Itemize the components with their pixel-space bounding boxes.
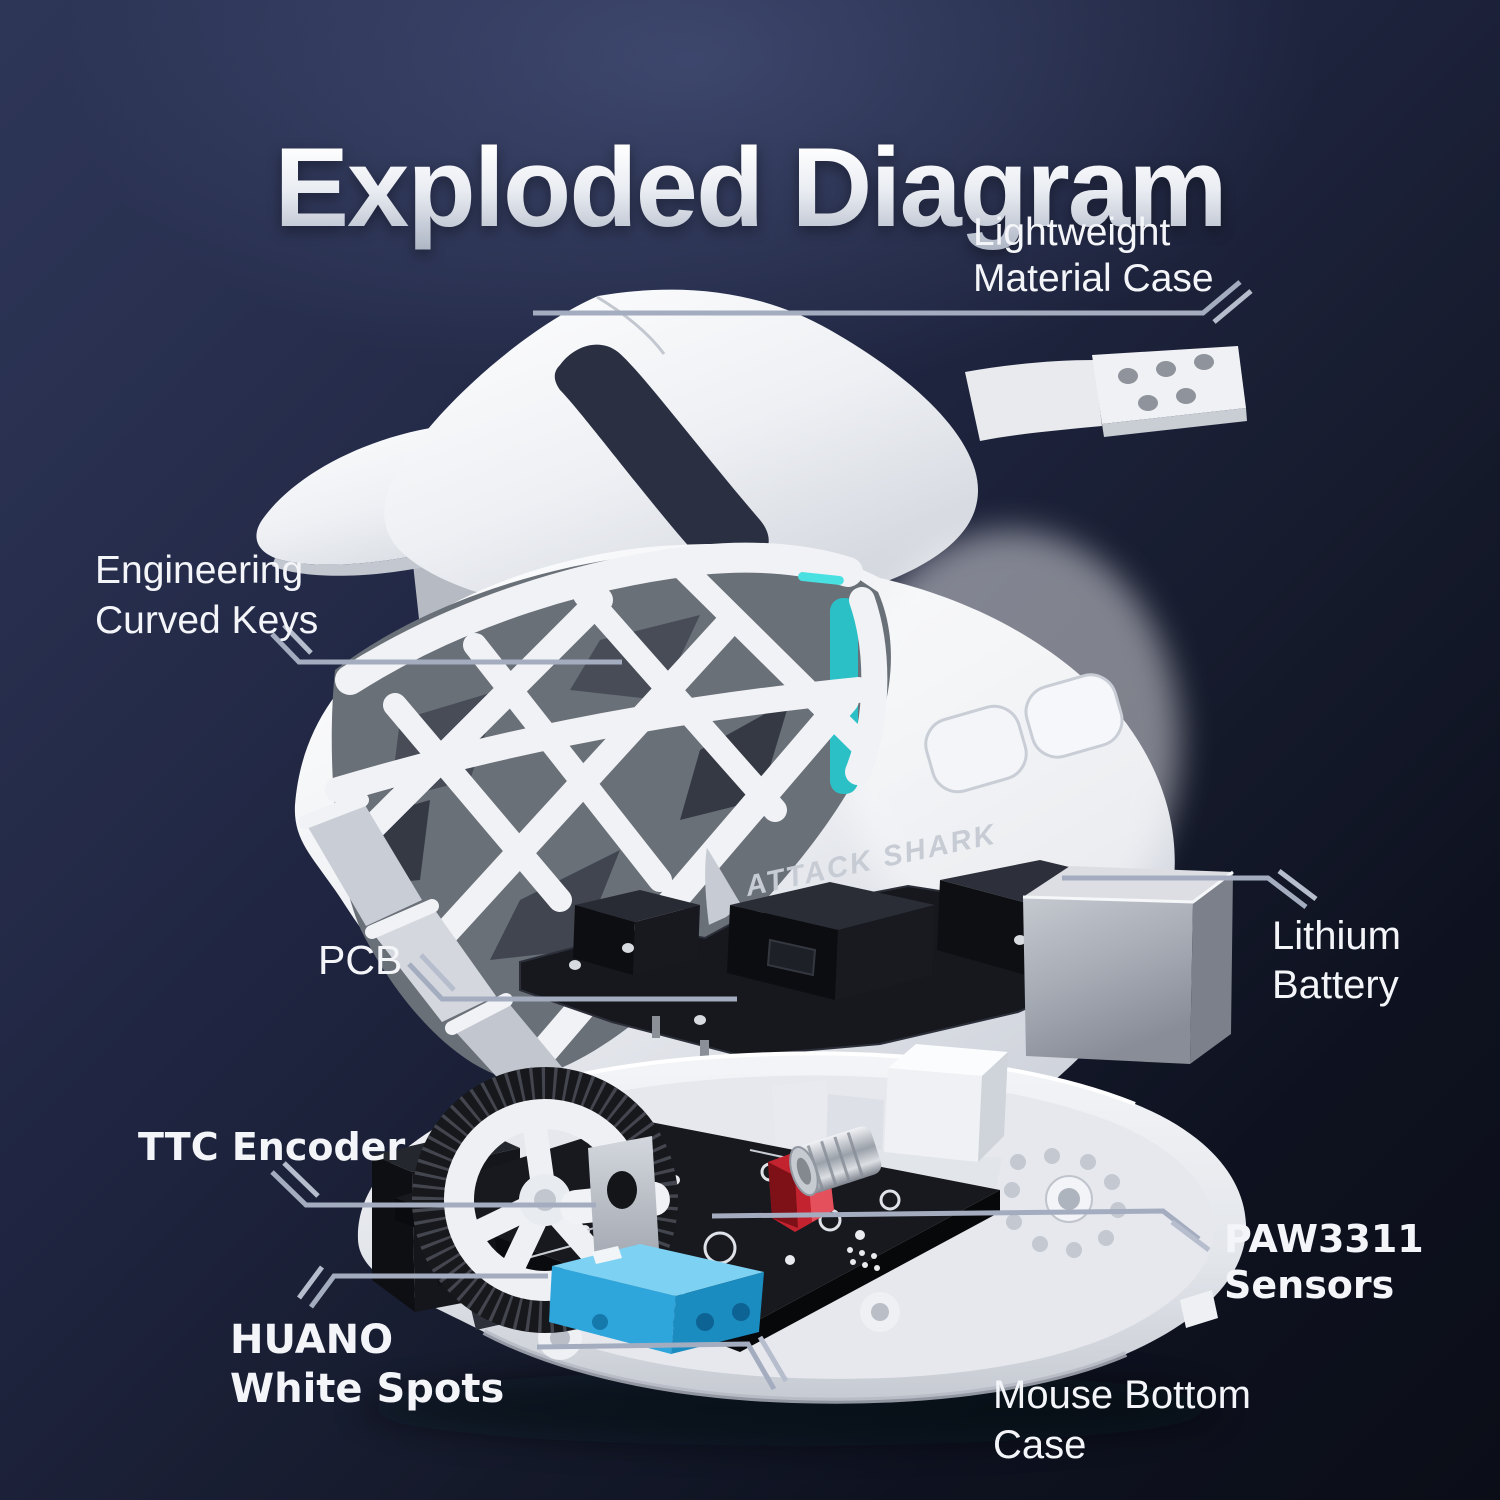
- label-line: White Spots: [230, 1366, 505, 1412]
- label-paw3311-sensors: PAW3311 Sensors: [1224, 1216, 1424, 1308]
- lattice-ribs: [325, 542, 888, 1064]
- label-line: Lightweight: [973, 211, 1171, 254]
- label-line: Case: [993, 1423, 1087, 1467]
- label-ttc-encoder: TTC Encoder: [138, 1124, 405, 1170]
- battery: [1022, 866, 1234, 1064]
- label-line: HUANO: [230, 1317, 394, 1363]
- label-line: TTC Encoder: [138, 1125, 406, 1169]
- chassis-frame: ATTACK SHARK: [294, 530, 1180, 1186]
- battery-front: [1023, 897, 1193, 1064]
- label-engineering-curved-keys: Engineering Curved Keys: [95, 546, 318, 646]
- side-buttons: [924, 673, 1124, 794]
- tab-arm: [965, 360, 1102, 441]
- shell-seam: [596, 295, 666, 355]
- label-huano-white-spots: HUANO White Spots: [230, 1316, 504, 1414]
- leader-paw-sensor: [711, 1208, 1201, 1241]
- label-line: Curved Keys: [95, 599, 319, 642]
- leader-slash: [1212, 289, 1253, 324]
- huano-switch: [549, 1244, 764, 1354]
- pcb-switch-left: [573, 890, 700, 975]
- screw-standoff: [1045, 1175, 1093, 1223]
- leader-lithium-battery: [1062, 875, 1308, 909]
- label-line: Lithium: [1272, 914, 1401, 958]
- vent-holes: [1004, 1148, 1126, 1258]
- top-case: [256, 289, 1247, 628]
- label-line: Material Case: [973, 257, 1214, 300]
- leader-curved-keys: [270, 632, 622, 665]
- label-line: PCB: [318, 937, 403, 983]
- label-line: Mouse Bottom: [993, 1373, 1251, 1417]
- leader-slash: [282, 1161, 320, 1198]
- label-pcb: PCB: [318, 936, 402, 984]
- pcb-pins: [652, 1016, 709, 1066]
- label-mouse-bottom-case: Mouse Bottom Case: [993, 1370, 1251, 1470]
- screw-tab-edge: [1102, 408, 1247, 437]
- leader-slash: [282, 623, 313, 655]
- pcb-switch-middle: [727, 882, 935, 1000]
- leader-slash: [757, 1335, 789, 1383]
- bottom-assembly: [357, 1044, 1247, 1446]
- label-line: Engineering: [95, 549, 304, 592]
- label-line: Sensors: [1224, 1263, 1395, 1307]
- leader-ttc-encoder: [270, 1170, 596, 1208]
- label-lithium-battery: Lithium Battery: [1272, 912, 1401, 1010]
- led-indicator: [798, 572, 844, 585]
- leader-slash: [296, 1265, 325, 1300]
- leader-slash: [1277, 869, 1318, 901]
- leader-slash: [1170, 1220, 1211, 1252]
- key-slot: [554, 344, 769, 564]
- battery-edge-highlight: [1022, 870, 1234, 904]
- leader-slash: [419, 953, 456, 992]
- screw-holes: [1118, 354, 1214, 411]
- metal-barrel: [789, 1126, 882, 1197]
- leader-lightweight-case: [533, 280, 1242, 316]
- leader-bottom-case: [536, 1341, 777, 1391]
- battery-top: [1023, 866, 1233, 902]
- leader-pcb: [407, 962, 737, 1002]
- battery-side: [1190, 872, 1233, 1064]
- case-rim-shadow: [482, 1329, 1128, 1404]
- label-line: Battery: [1272, 963, 1399, 1007]
- page-title: Exploded Diagram: [0, 121, 1500, 255]
- leader-lines: [270, 280, 1318, 1391]
- pcb-pads: [569, 935, 1026, 1025]
- label-line: PAW3311: [1224, 1217, 1424, 1261]
- label-lightweight-material-case: Lightweight Material Case: [973, 210, 1214, 302]
- leader-huano: [308, 1273, 548, 1309]
